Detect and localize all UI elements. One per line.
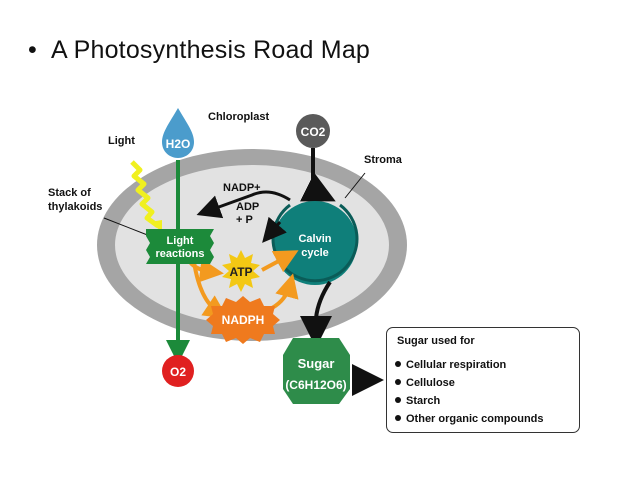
light-reactions-label-2: reactions bbox=[156, 248, 205, 260]
nadph-label: NADPH bbox=[222, 313, 265, 327]
nadph-burst bbox=[206, 296, 280, 344]
co2-label: CO2 bbox=[301, 125, 326, 139]
chloroplast-label: Chloroplast bbox=[208, 111, 270, 123]
stroma-pointer bbox=[344, 172, 366, 199]
atp-to-calvin-arrow bbox=[261, 250, 299, 273]
o2-label: O2 bbox=[170, 365, 186, 379]
sugar-use-label: Cellulose bbox=[406, 377, 455, 389]
o2-ball bbox=[162, 355, 194, 387]
title-bullet: • bbox=[28, 36, 37, 64]
thylakoid-label-1: Stack of bbox=[48, 187, 91, 199]
adp-label-2: + P bbox=[236, 214, 253, 226]
adp-label-1: ADP bbox=[236, 201, 260, 213]
light-label: Light bbox=[108, 135, 135, 147]
sugar-use-label: Starch bbox=[406, 395, 441, 407]
bullet-icon bbox=[395, 397, 401, 403]
calvin-cycle-label-1: Calvin bbox=[298, 233, 331, 245]
h2o-drop bbox=[162, 108, 194, 158]
sugar-formula-label: (C6H12O6) bbox=[285, 378, 346, 392]
sugar-uses-box: Sugar used for Cellular respiration Cell… bbox=[386, 327, 580, 433]
thylakoid-label-2: thylakoids bbox=[48, 201, 103, 213]
stroma-label: Stroma bbox=[364, 154, 402, 166]
atp-label: ATP bbox=[229, 265, 252, 279]
title-text: A Photosynthesis Road Map bbox=[50, 36, 371, 64]
h2o-label: H2O bbox=[166, 137, 191, 151]
light-reactions-label-1: Light bbox=[167, 235, 194, 247]
co2-to-calvin-arrow bbox=[299, 148, 336, 202]
list-item: Other organic compounds bbox=[395, 410, 544, 428]
bullet-icon bbox=[395, 379, 401, 385]
adp-return-arrow bbox=[262, 216, 287, 243]
light-beam bbox=[130, 160, 160, 229]
bullet-icon bbox=[395, 361, 401, 367]
list-item: Cellular respiration bbox=[395, 356, 544, 374]
co2-ball bbox=[296, 114, 330, 148]
thylakoid-pointer bbox=[103, 217, 151, 237]
sugar-hexagon bbox=[283, 338, 350, 404]
sugar-uses-list: Cellular respiration Cellulose Starch Ot… bbox=[395, 356, 544, 428]
calvin-cycle-label-2: cycle bbox=[301, 247, 329, 259]
bullet-icon bbox=[395, 415, 401, 421]
sugar-label: Sugar bbox=[298, 356, 335, 371]
slide-title: • A Photosynthesis Road Map bbox=[28, 36, 370, 65]
nadp-plus-label: NADP+ bbox=[223, 182, 261, 194]
light-reactions-box bbox=[146, 229, 214, 264]
calvin-to-sugar-arrow bbox=[300, 280, 332, 348]
sugar-uses-header: Sugar used for bbox=[397, 335, 475, 347]
nadp-return-arrow bbox=[196, 190, 291, 219]
list-item: Starch bbox=[395, 392, 544, 410]
sugar-use-label: Other organic compounds bbox=[406, 413, 544, 425]
sugar-use-label: Cellular respiration bbox=[406, 359, 507, 371]
atp-star bbox=[222, 250, 260, 292]
list-item: Cellulose bbox=[395, 374, 544, 392]
